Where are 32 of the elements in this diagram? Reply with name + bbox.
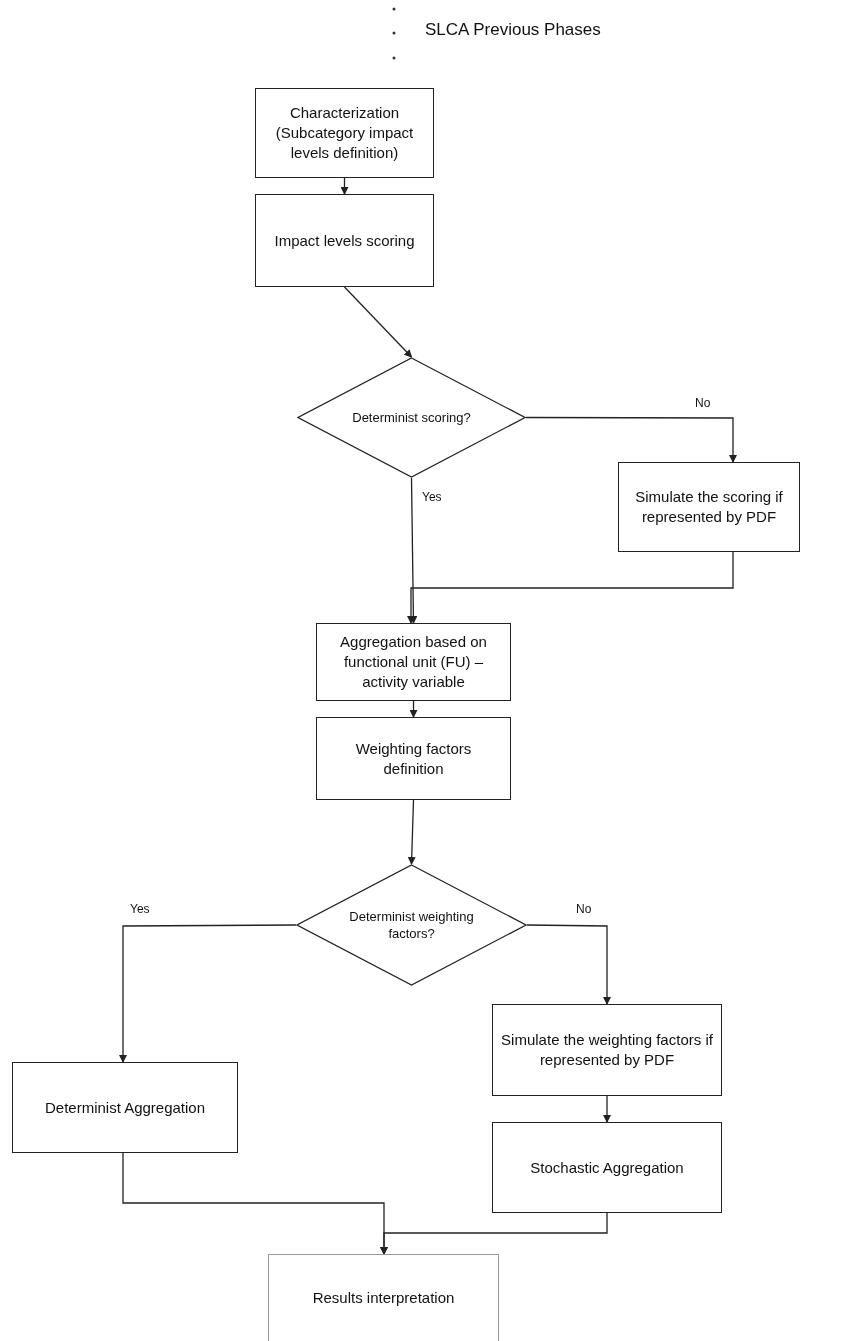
arrow (409, 700, 418, 718)
arrow (409, 477, 418, 624)
process-box (316, 717, 511, 800)
arrow (407, 551, 734, 624)
step-text: Weighting factors definition (354, 738, 473, 779)
step-text: Simulate the scoring if represented by PDF (634, 487, 784, 527)
arrow (526, 924, 611, 1005)
process-box (255, 194, 434, 287)
process-box (492, 1122, 722, 1213)
decision-text: Determinist weighting factors? (348, 908, 475, 942)
arrow (525, 416, 737, 463)
step-text: Results interpretation (311, 1288, 456, 1308)
arrow (343, 286, 413, 358)
arrow (603, 1095, 611, 1123)
process-box (618, 462, 800, 552)
arrow (380, 1212, 608, 1255)
step-text: Simulate the weighting factors if represented by PDF (500, 1030, 714, 1070)
process-box (268, 1254, 499, 1341)
arrow (119, 924, 297, 1063)
decision-text: Determinist scoring? (351, 409, 472, 426)
process-box (316, 623, 511, 701)
process-box (12, 1062, 238, 1153)
step-text: Impact levels scoring (273, 230, 416, 251)
step-text: Characterization (Subcategory impact levels definition) (274, 103, 415, 163)
arrow (407, 799, 416, 865)
process-box (255, 88, 434, 178)
step-text: Stochastic Aggregation (529, 1157, 685, 1178)
phase-heading: SLCA Previous Phases (425, 19, 601, 41)
process-box (492, 1004, 722, 1096)
step-text: Determinist Aggregation (43, 1097, 207, 1118)
step-text: Aggregation based on functional unit (FU) – activity variable (339, 632, 488, 692)
arrow (340, 177, 349, 195)
